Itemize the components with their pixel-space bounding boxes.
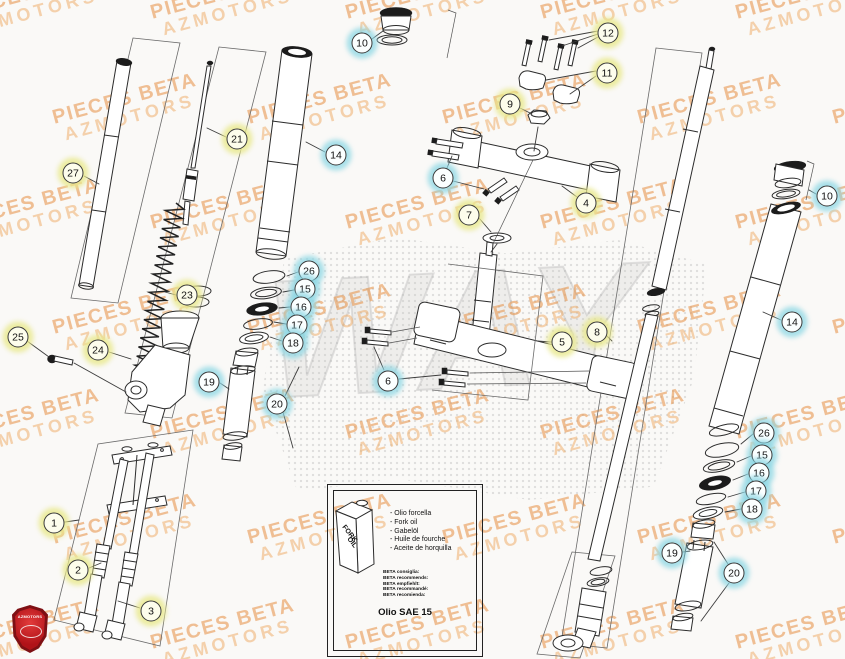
- panel-part8: [560, 47, 703, 649]
- callout-23[interactable]: 23: [176, 284, 198, 306]
- part-4-top-clamp: [447, 127, 621, 203]
- bracket-part5: [431, 263, 544, 401]
- callout-8[interactable]: 8: [586, 321, 608, 343]
- part-14-fork-tube-left: [255, 46, 313, 260]
- callout-18[interactable]: 18: [282, 332, 304, 354]
- leader-lines: [26, 30, 817, 622]
- part-18-bushing: [692, 506, 724, 520]
- part-7-washer: [482, 232, 512, 244]
- callout-27[interactable]: 27: [62, 162, 84, 184]
- part-19-cartridge-right: [670, 539, 714, 632]
- callout-21[interactable]: 21: [226, 128, 248, 150]
- seal-stack-left: [232, 270, 286, 368]
- part-26-clip: [704, 442, 740, 458]
- oil-spec: Olio SAE 15: [378, 607, 432, 618]
- part-16-oil-seal: [699, 475, 731, 491]
- part-19-cartridge-left: [221, 365, 256, 462]
- recommendation: BETA recomienda:: [383, 593, 426, 599]
- panel-part21-23: [124, 46, 267, 419]
- callout-5[interactable]: 5: [551, 331, 573, 353]
- part-26-clip: [252, 270, 286, 284]
- callout-9[interactable]: 9: [499, 93, 521, 115]
- callout-1[interactable]: 1: [43, 512, 65, 534]
- part-17-ring: [695, 492, 727, 506]
- collar: [690, 519, 716, 540]
- callout-19[interactable]: 19: [661, 542, 683, 564]
- part-17-ring: [243, 318, 273, 330]
- part-8-fork-leg: [587, 46, 716, 562]
- callout-10[interactable]: 10: [816, 185, 838, 207]
- azmotors-logo[interactable]: AZMOTORS: [12, 605, 48, 653]
- callout-20[interactable]: 20: [266, 393, 288, 415]
- callout-19[interactable]: 19: [198, 371, 220, 393]
- callout-18[interactable]: 18: [741, 498, 763, 520]
- part-6-bolts-bottom: [361, 326, 590, 388]
- oil-info-box-inner-border: [333, 490, 477, 651]
- oil-name: - Fork oil: [390, 518, 418, 526]
- part-12-bolts: [521, 35, 579, 71]
- part-11-bar-clamps: [518, 70, 580, 105]
- part-15-washer: [250, 286, 282, 300]
- part-24-steering-head: [124, 285, 212, 427]
- callout-24[interactable]: 24: [87, 339, 109, 361]
- part-9-nut: [527, 109, 551, 125]
- callout-6[interactable]: 6: [432, 167, 454, 189]
- callout-20[interactable]: 20: [723, 562, 745, 584]
- callout-4[interactable]: 4: [575, 192, 597, 214]
- recommendation: BETA recommandé:: [383, 587, 429, 593]
- logo-text: AZMOTORS: [17, 614, 43, 619]
- part-27-tube: [78, 58, 133, 290]
- callout-12[interactable]: 12: [597, 22, 619, 44]
- part-18-bushing: [239, 331, 269, 345]
- part-23-spring: [132, 202, 186, 377]
- recommendation: BETA recommends:: [383, 575, 429, 581]
- part-14-fork-tube-right: [708, 201, 802, 437]
- callout-11[interactable]: 11: [596, 62, 618, 84]
- recommendation-list: BETA consiglia: BETA recommends: BETA em…: [383, 570, 428, 599]
- oil-name: - Aceite de horquilla: [390, 545, 452, 553]
- part-21-damper-rod: [182, 60, 214, 226]
- callout-2[interactable]: 2: [67, 559, 89, 581]
- oil-name: - Olio forcella: [390, 510, 432, 517]
- oil-info-box: - Olio forcella - Fork oil - Gabelöl - H…: [327, 484, 483, 657]
- logo-emblem: [20, 625, 42, 638]
- part-25-bolt: [47, 354, 74, 366]
- part-10-fork-cap-left: [376, 7, 457, 59]
- recommendation: BETA consiglia:: [383, 570, 420, 575]
- callout-14[interactable]: 14: [781, 311, 803, 333]
- oil-name-list: - Olio forcella - Fork oil - Gabelöl - H…: [390, 510, 451, 554]
- callout-25[interactable]: 25: [7, 326, 29, 348]
- callout-14[interactable]: 14: [325, 144, 347, 166]
- seal-stack-right: [690, 442, 740, 540]
- part-16-oil-seal: [246, 302, 278, 316]
- oil-name: - Huile de fourche: [390, 536, 446, 544]
- oil-can: FORK OIL: [334, 499, 375, 574]
- part-5-bottom-clamp: [413, 241, 638, 399]
- complete-fork-assembly: [73, 442, 173, 641]
- panel-fork-assembly: [53, 429, 194, 647]
- part-6-bolts-top: [427, 137, 520, 205]
- collar: [232, 347, 259, 368]
- part-10-fork-cap-right: [771, 160, 815, 201]
- part-8-axle-lug: [552, 566, 613, 652]
- callout-6[interactable]: 6: [377, 370, 399, 392]
- callout-3[interactable]: 3: [140, 600, 162, 622]
- recommendation: BETA empfiehlt:: [383, 581, 420, 587]
- callout-26[interactable]: 26: [753, 422, 775, 444]
- callout-10[interactable]: 10: [351, 32, 373, 54]
- oil-name: - Gabelöl: [390, 527, 419, 535]
- part-15-washer: [702, 459, 736, 473]
- callout-7[interactable]: 7: [458, 204, 480, 226]
